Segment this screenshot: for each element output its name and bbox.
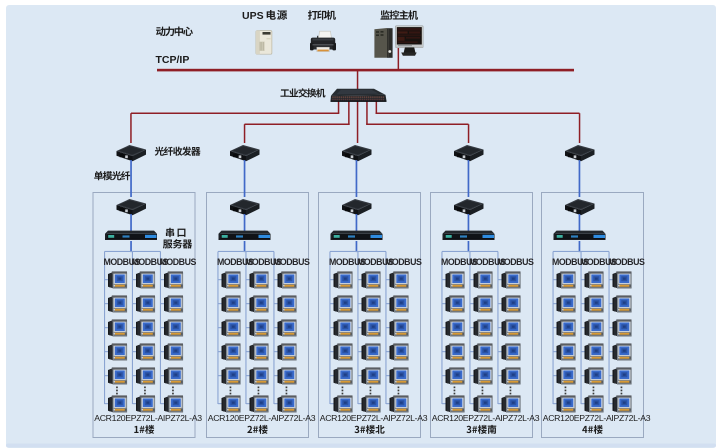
svg-text:TCP/IP: TCP/IP xyxy=(156,54,190,66)
svg-text:MODBUS: MODBUS xyxy=(469,257,506,267)
svg-text:MODBUS: MODBUS xyxy=(357,257,394,267)
svg-text:UPS: UPS xyxy=(242,10,264,22)
svg-text:MODBUS: MODBUS xyxy=(160,257,197,267)
svg-text:MODBUS: MODBUS xyxy=(552,257,589,267)
svg-text:MODBUS: MODBUS xyxy=(441,257,478,267)
svg-text:MODBUS: MODBUS xyxy=(217,257,254,267)
svg-text:ACR120EPZ72L-AIPZ72L-A3: ACR120EPZ72L-AIPZ72L-A3 xyxy=(432,413,540,423)
svg-text:MODBUS: MODBUS xyxy=(104,257,141,267)
svg-text:MODBUS: MODBUS xyxy=(497,257,534,267)
svg-text:MODBUS: MODBUS xyxy=(385,257,422,267)
svg-text:MODBUS: MODBUS xyxy=(329,257,366,267)
svg-text:ACR120EPZ72L-AIPZ72L-A3: ACR120EPZ72L-AIPZ72L-A3 xyxy=(543,413,651,423)
svg-text:MODBUS: MODBUS xyxy=(608,257,645,267)
svg-text:ACR120EPZ72L-AIPZ72L-A3: ACR120EPZ72L-AIPZ72L-A3 xyxy=(320,413,428,423)
svg-text:MODBUS: MODBUS xyxy=(273,257,310,267)
svg-text:ACR120EPZ72L-AIPZ72L-A3: ACR120EPZ72L-AIPZ72L-A3 xyxy=(94,413,202,423)
svg-text:ACR120EPZ72L-AIPZ72L-A3: ACR120EPZ72L-AIPZ72L-A3 xyxy=(208,413,316,423)
svg-text:MODBUS: MODBUS xyxy=(132,257,169,267)
svg-text:MODBUS: MODBUS xyxy=(245,257,282,267)
svg-text:MODBUS: MODBUS xyxy=(580,257,617,267)
